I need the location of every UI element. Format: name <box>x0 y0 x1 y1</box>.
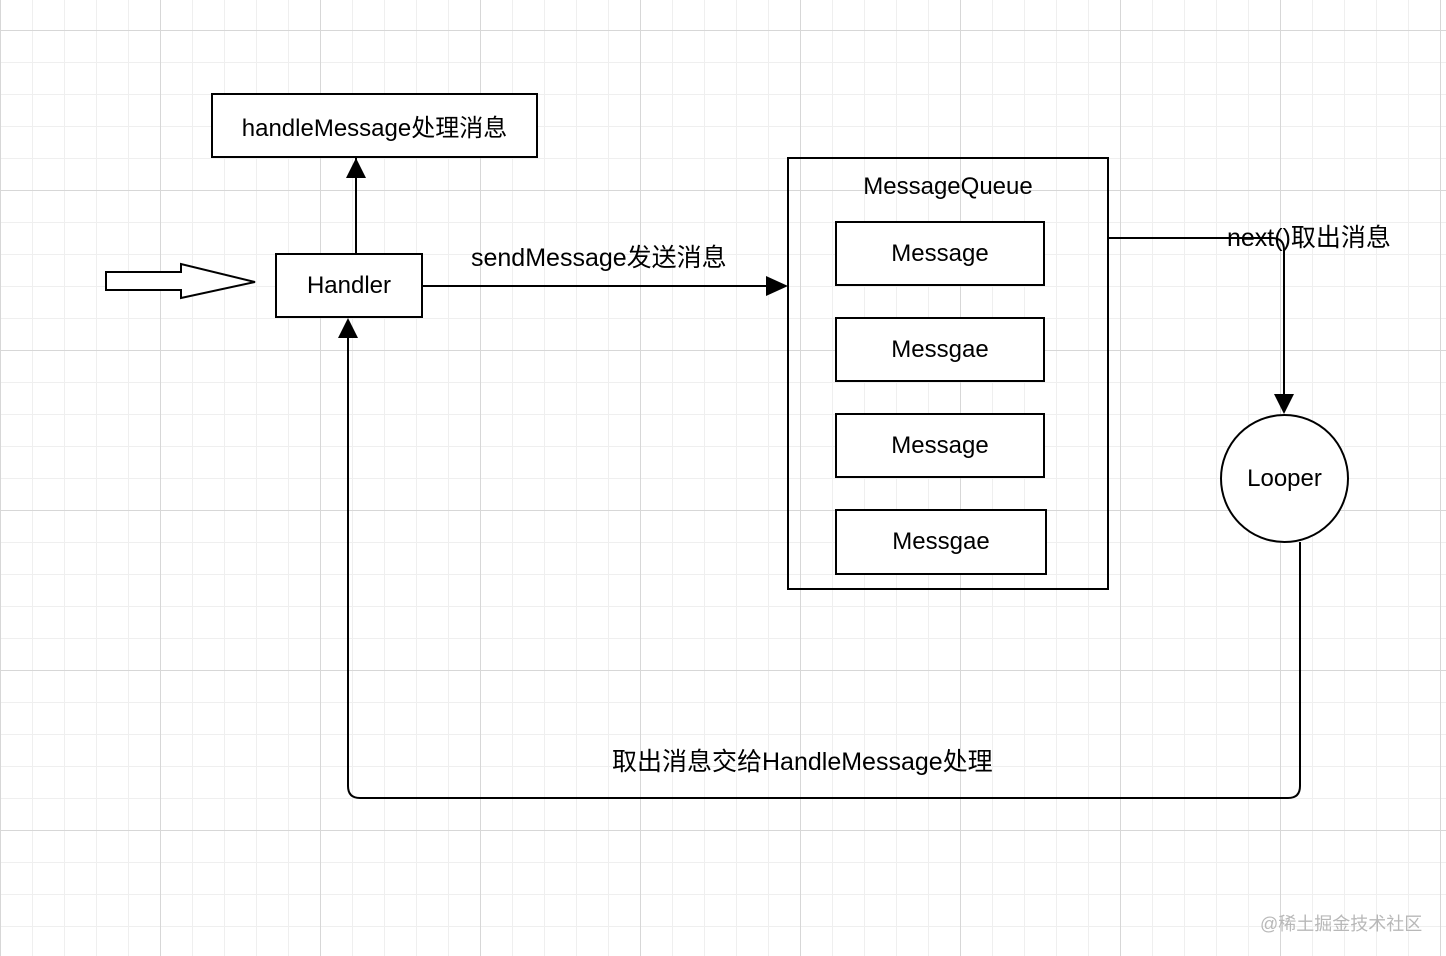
message-label: Message <box>891 239 989 267</box>
message-label: Messgae <box>891 335 989 363</box>
message-label: Messgae <box>892 528 990 555</box>
watermark: @稀土掘金技术社区 <box>1260 914 1423 934</box>
send-message-arrowhead <box>766 276 788 296</box>
next-edge-label: next()取出消息 <box>1227 224 1391 252</box>
handle-message-box[interactable]: handleMessage处理消息 <box>211 93 538 158</box>
message-box[interactable]: Messgae <box>835 317 1045 382</box>
handler-box[interactable]: Handler <box>275 253 423 318</box>
message-queue-label: MessageQueue <box>863 173 1033 200</box>
message-label: Message <box>891 431 989 459</box>
message-box[interactable]: Message <box>835 221 1045 286</box>
handle-message-label: handleMessage处理消息 <box>241 115 508 142</box>
handle-message-arrowhead <box>346 158 366 178</box>
looper-label: Looper <box>1247 464 1322 492</box>
dispatch-edge-label: 取出消息交给HandleMessage处理 <box>612 748 993 776</box>
next-arrowhead <box>1274 394 1294 414</box>
next-edge <box>1108 237 1285 394</box>
looper-circle[interactable]: Looper <box>1220 414 1349 543</box>
entry-arrow <box>105 262 256 300</box>
dispatch-arrowhead <box>338 318 358 338</box>
message-box[interactable]: Message <box>835 413 1045 478</box>
message-queue-box[interactable]: MessageQueue <box>787 157 1109 590</box>
send-message-edge-label: sendMessage发送消息 <box>471 244 727 272</box>
handler-label: Handler <box>306 271 392 299</box>
message-box[interactable]: Messgae <box>835 509 1047 575</box>
dispatch-edge <box>347 338 1301 799</box>
